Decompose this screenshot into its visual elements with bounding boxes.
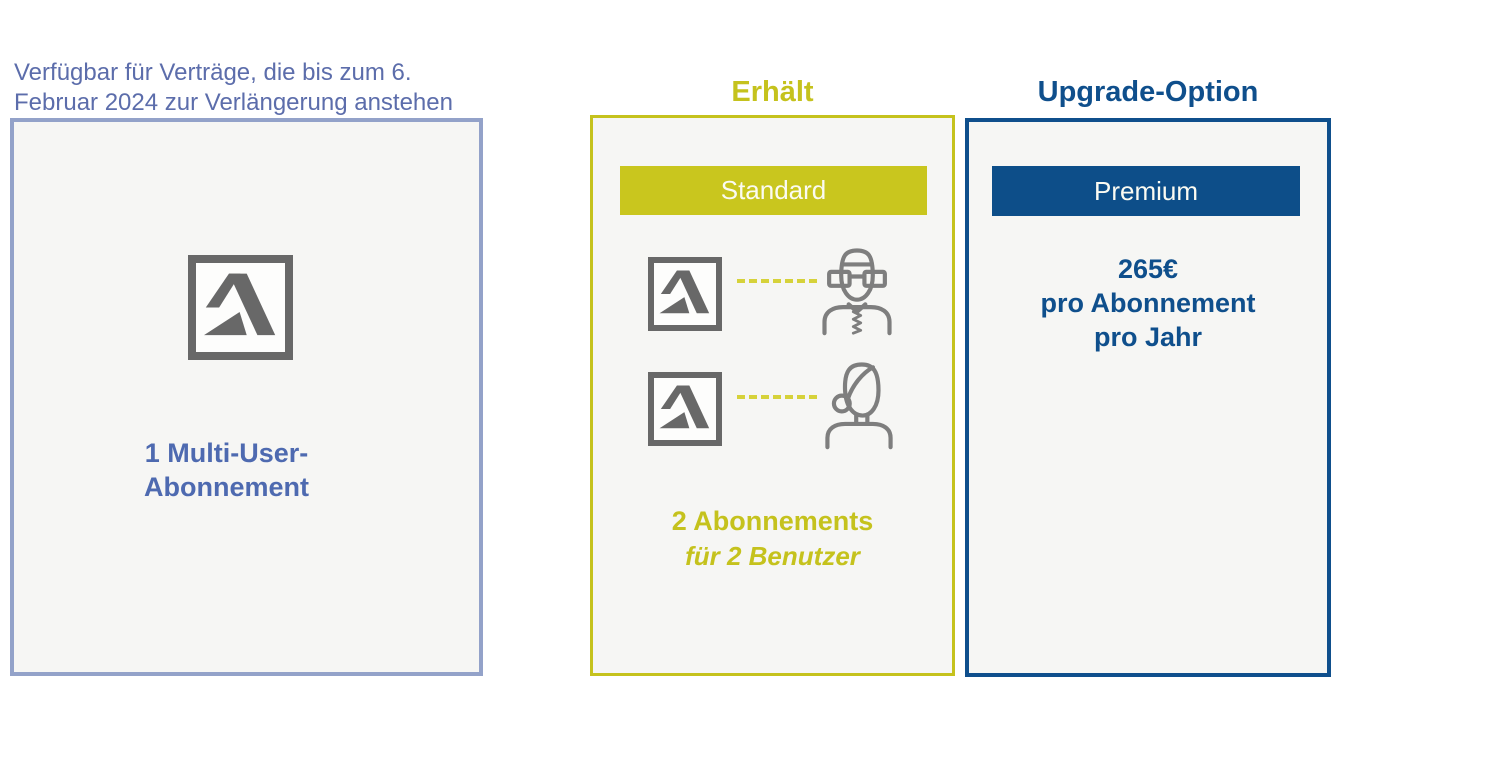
price-per-year: pro Jahr	[1093, 322, 1203, 352]
standard-panel: Standard 2 Abonnements für 2 Benutzer	[590, 115, 955, 676]
dashed-connector	[737, 395, 817, 399]
middle-panel-heading: Erhält	[731, 76, 814, 108]
price-text: 265€ pro Abonnement pro Jahr	[969, 252, 1327, 354]
availability-note-line1: Verfügbar für Verträge, die bis zum 6.	[14, 59, 412, 86]
availability-note: Verfügbar für Verträge, die bis zum 6. F…	[14, 58, 514, 118]
price-per-subscription: pro Abonnement	[1040, 288, 1256, 318]
availability-note-line2: Februar 2024 zur Verlängerung anstehen	[14, 89, 453, 116]
multi-user-label-line1: 1 Multi-User-	[144, 438, 309, 468]
multi-user-panel: 1 Multi-User- Abonnement	[10, 118, 483, 676]
price-amount: 265€	[1117, 254, 1179, 284]
standard-badge[interactable]: Standard	[620, 166, 927, 215]
multi-user-label: 1 Multi-User- Abonnement	[0, 436, 459, 504]
subscriptions-count-label: 2 Abonnements	[671, 506, 874, 536]
dashed-connector	[737, 279, 817, 283]
users-count-label: für 2 Benutzer	[685, 541, 860, 571]
autodesk-logo-icon	[188, 255, 293, 360]
autodesk-logo-icon	[648, 372, 722, 446]
multi-user-label-line2: Abonnement	[144, 472, 309, 502]
premium-panel: Premium 265€ pro Abonnement pro Jahr	[965, 118, 1331, 677]
autodesk-logo-icon	[648, 257, 722, 331]
premium-badge[interactable]: Premium	[992, 166, 1300, 216]
female-user-icon	[820, 356, 898, 451]
male-user-icon	[818, 242, 896, 337]
upgrade-option-heading: Upgrade-Option	[1037, 76, 1259, 108]
